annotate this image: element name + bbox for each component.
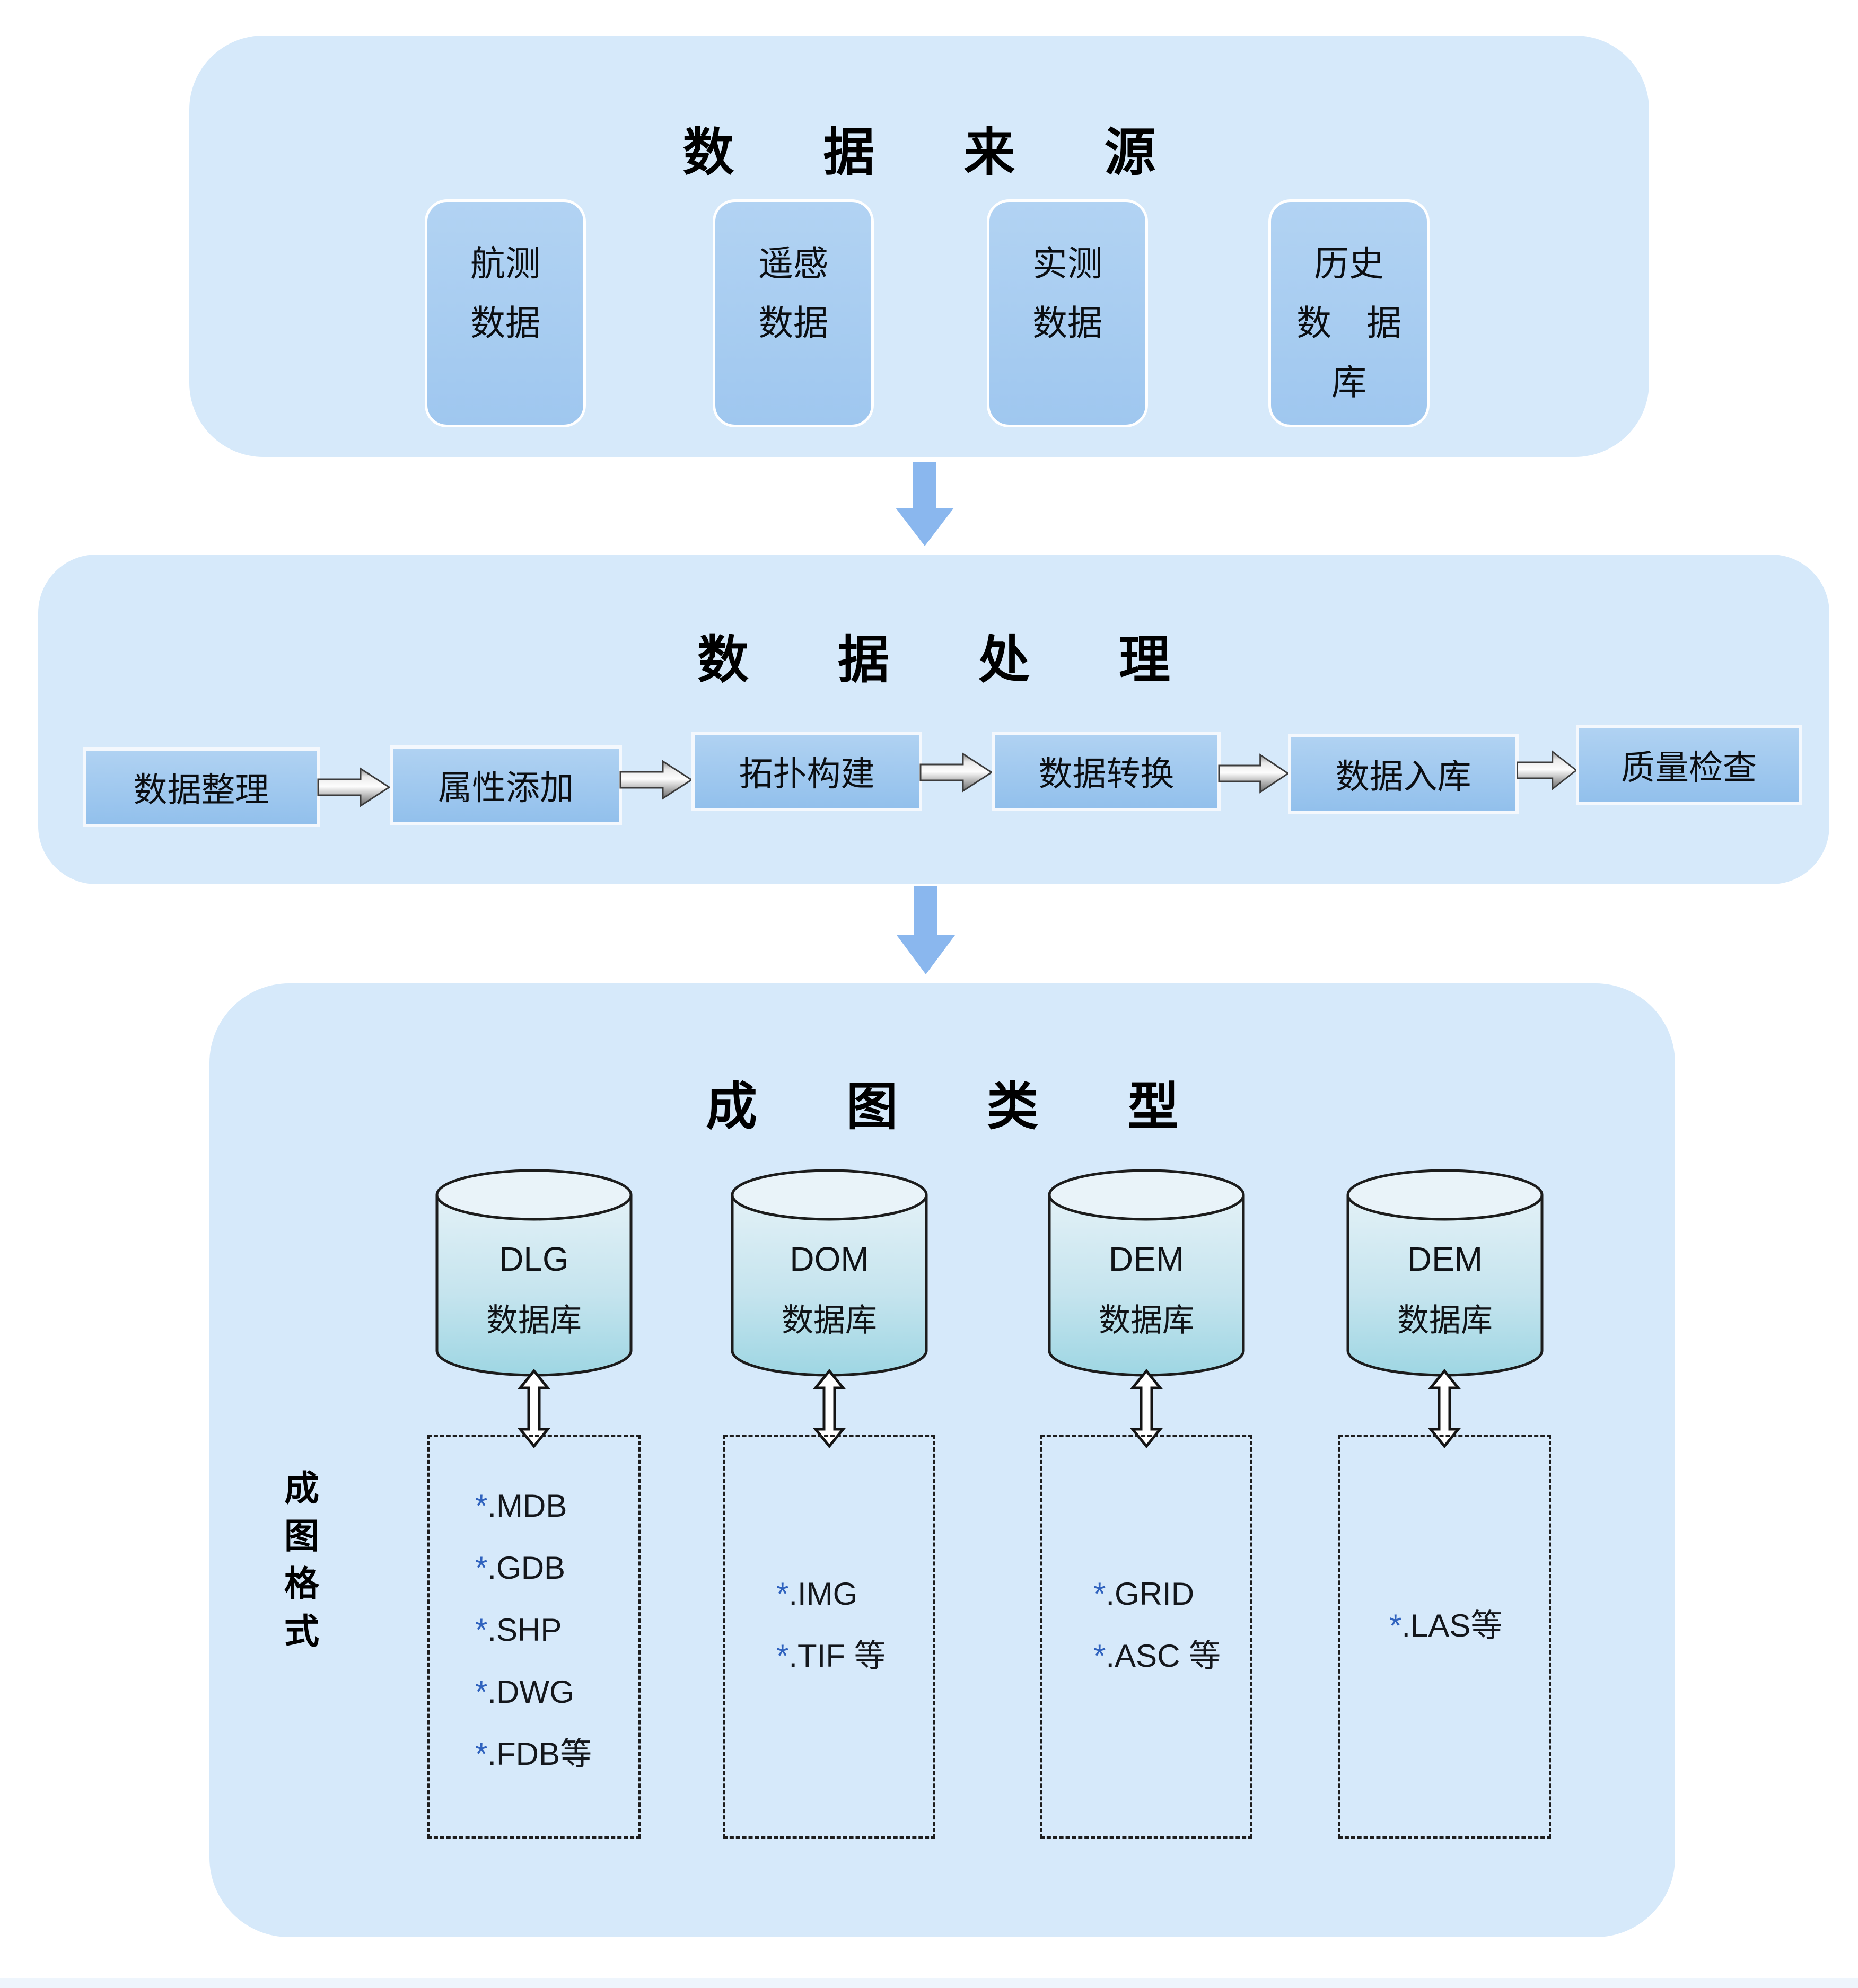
source-box-field-survey: 实测 数据 bbox=[987, 199, 1148, 427]
database-cylinder-text: DEM 数据库 bbox=[1344, 1240, 1546, 1340]
process-step-quality-check: 质量检查 bbox=[1576, 725, 1802, 805]
format-line: *.LAS等 bbox=[1389, 1608, 1503, 1643]
flow-arrow-icon bbox=[919, 752, 993, 793]
source-box-history-database: 历史 数 据 库 bbox=[1268, 199, 1430, 427]
source-box-line: 数据 bbox=[758, 303, 828, 342]
map-format-side-label: 成图格式 bbox=[279, 1470, 319, 1660]
process-step-topology-building: 拓扑构建 bbox=[691, 732, 922, 811]
data-processing-title: 数据处理 bbox=[697, 631, 1259, 689]
database-cylinder-dem-1 bbox=[1048, 1169, 1245, 1377]
map-types-panel bbox=[209, 983, 1675, 1937]
format-line: *.MDB bbox=[475, 1488, 567, 1524]
source-box-line: 数 据 bbox=[1296, 303, 1401, 342]
source-box-line: 实测 bbox=[1032, 244, 1102, 283]
database-cylinder-dem-2 bbox=[1346, 1169, 1544, 1377]
updown-arrow-icon bbox=[517, 1369, 551, 1448]
updown-arrow-icon bbox=[812, 1369, 846, 1448]
updown-arrow-icon bbox=[1129, 1369, 1163, 1448]
down-arrow-icon bbox=[896, 462, 954, 546]
source-box-line: 库 bbox=[1331, 363, 1366, 402]
source-box-aerial-survey: 航测 数据 bbox=[425, 199, 586, 427]
data-sources-title: 数据来源 bbox=[682, 124, 1245, 181]
database-name: DLG bbox=[499, 1240, 569, 1278]
process-step-data-arrangement: 数据整理 bbox=[83, 747, 320, 827]
asterisk-glyph: * bbox=[1389, 1608, 1402, 1643]
flow-arrow-icon bbox=[317, 767, 391, 807]
process-step-data-warehousing: 数据入库 bbox=[1288, 734, 1519, 814]
format-line: *.GRID bbox=[1093, 1576, 1195, 1612]
data-processing-panel bbox=[38, 555, 1829, 884]
database-name: DOM bbox=[790, 1240, 869, 1278]
source-box-line: 数据 bbox=[470, 303, 540, 342]
asterisk-glyph: * bbox=[475, 1550, 488, 1586]
asterisk-glyph: * bbox=[1093, 1576, 1106, 1612]
source-box-line: 航测 bbox=[470, 244, 540, 283]
map-types-title: 成图类型 bbox=[706, 1078, 1268, 1136]
asterisk-glyph: * bbox=[475, 1612, 488, 1648]
format-line: *.GDB bbox=[475, 1550, 566, 1586]
asterisk-glyph: * bbox=[475, 1488, 488, 1524]
format-box-dem-2: *.LAS等 bbox=[1338, 1435, 1551, 1839]
database-label: 数据库 bbox=[486, 1303, 582, 1338]
asterisk-glyph: * bbox=[475, 1674, 488, 1710]
database-name: DEM bbox=[1407, 1240, 1483, 1278]
database-cylinder-text: DEM 数据库 bbox=[1046, 1240, 1247, 1340]
format-box-dom: *.IMG *.TIF 等 bbox=[723, 1435, 935, 1839]
database-label: 数据库 bbox=[1099, 1303, 1194, 1338]
flow-arrow-icon bbox=[1517, 750, 1577, 790]
database-cylinder-text: DOM 数据库 bbox=[729, 1240, 930, 1340]
format-line: *.ASC 等 bbox=[1093, 1638, 1221, 1674]
source-box-line: 历史 bbox=[1314, 244, 1384, 283]
asterisk-glyph: * bbox=[776, 1576, 789, 1612]
flow-arrow-icon bbox=[1218, 753, 1290, 794]
format-line: *.IMG bbox=[776, 1576, 858, 1612]
format-box-dlg: *.MDB *.GDB *.SHP *.DWG *.FDB等 bbox=[427, 1435, 641, 1839]
database-cylinder-dom bbox=[731, 1169, 928, 1377]
asterisk-glyph: * bbox=[776, 1638, 789, 1674]
process-step-attribute-adding: 属性添加 bbox=[390, 745, 622, 825]
updown-arrow-icon bbox=[1427, 1369, 1461, 1448]
format-line: *.FDB等 bbox=[475, 1736, 592, 1772]
bottom-edge-strip bbox=[0, 1978, 1858, 1988]
format-line: *.DWG bbox=[475, 1674, 574, 1710]
format-box-dem-1: *.GRID *.ASC 等 bbox=[1040, 1435, 1252, 1839]
asterisk-glyph: * bbox=[475, 1736, 488, 1772]
source-box-remote-sensing: 遥感 数据 bbox=[713, 199, 874, 427]
database-label: 数据库 bbox=[782, 1303, 877, 1338]
format-line: *.SHP bbox=[475, 1612, 562, 1648]
source-box-line: 数据 bbox=[1032, 303, 1102, 342]
format-line: *.TIF 等 bbox=[776, 1638, 886, 1674]
down-arrow-icon bbox=[897, 886, 955, 974]
asterisk-glyph: * bbox=[1093, 1638, 1106, 1674]
database-cylinder-text: DLG 数据库 bbox=[433, 1240, 635, 1340]
database-cylinder-dlg bbox=[435, 1169, 633, 1377]
flow-arrow-icon bbox=[619, 760, 693, 800]
source-box-line: 遥感 bbox=[758, 244, 828, 283]
database-label: 数据库 bbox=[1397, 1303, 1493, 1338]
database-name: DEM bbox=[1108, 1240, 1185, 1278]
